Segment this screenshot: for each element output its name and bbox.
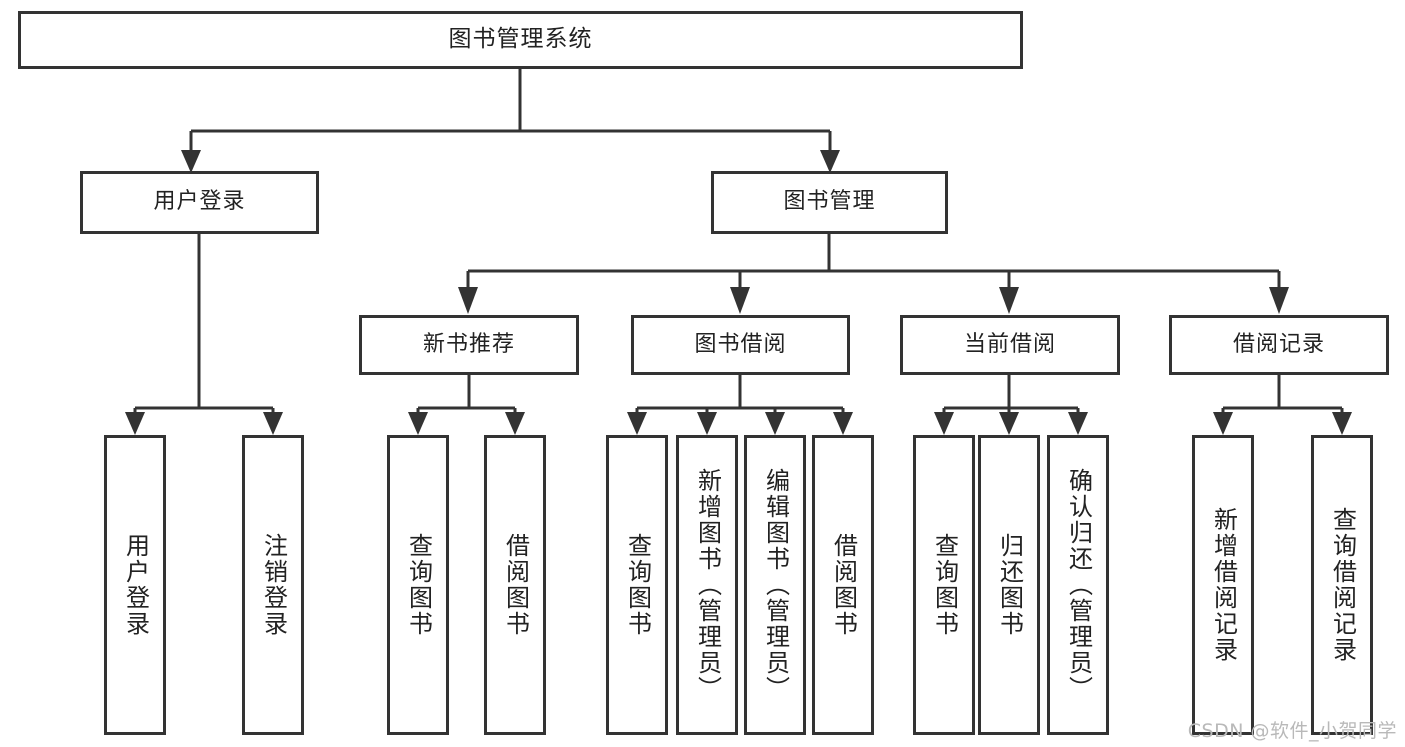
node-box-current-borrow[interactable] xyxy=(900,315,1120,375)
node-box-leaf-edit-book[interactable] xyxy=(744,435,806,735)
node-box-leaf-query-record[interactable] xyxy=(1311,435,1373,735)
node-box-user-login[interactable] xyxy=(80,171,319,234)
connector-root-to-level2 xyxy=(189,68,832,154)
node-box-new-book-recommend[interactable] xyxy=(359,315,579,375)
node-box-leaf-user-login[interactable] xyxy=(104,435,166,735)
node-box-leaf-add-record[interactable] xyxy=(1192,435,1254,735)
arrow-head-borrow-record xyxy=(1269,287,1289,314)
node-box-leaf-query-book-2[interactable] xyxy=(606,435,668,735)
arrow-head-leaf-query-record xyxy=(1332,412,1352,435)
arrow-head-book-borrow xyxy=(730,287,750,314)
arrow-head-current-borrow xyxy=(999,287,1019,314)
node-box-book-borrow[interactable] xyxy=(631,315,850,375)
arrow-head-leaf-add-record xyxy=(1213,412,1233,435)
node-box-leaf-borrow-book-2[interactable] xyxy=(812,435,874,735)
arrow-head-leaf-query-book-3 xyxy=(934,412,954,435)
arrow-head-book-manage xyxy=(820,150,840,173)
arrow-head-leaf-user-login xyxy=(125,412,145,435)
connector-new-book-recommend-to-leaves xyxy=(416,374,517,418)
arrow-head-leaf-edit-book xyxy=(765,412,785,435)
arrow-head-user-login xyxy=(181,150,201,173)
arrow-head-leaf-logout xyxy=(263,412,283,435)
node-box-root[interactable] xyxy=(18,11,1023,69)
connector-borrow-record-to-leaves xyxy=(1221,374,1344,418)
connector-book-manage-to-level3 xyxy=(466,233,1281,291)
node-box-leaf-return-book[interactable] xyxy=(978,435,1040,735)
arrow-head-leaf-query-book-2 xyxy=(627,412,647,435)
arrow-head-leaf-borrow-book-2 xyxy=(833,412,853,435)
arrow-head-leaf-confirm-return xyxy=(1068,412,1088,435)
arrow-head-new-book-recommend xyxy=(458,287,478,314)
node-box-leaf-add-book[interactable] xyxy=(676,435,738,735)
arrow-head-leaf-query-book-1 xyxy=(408,412,428,435)
arrow-head-leaf-add-book xyxy=(697,412,717,435)
connector-current-borrow-to-leaves xyxy=(942,374,1080,418)
node-box-leaf-query-book-3[interactable] xyxy=(913,435,975,735)
node-box-book-manage[interactable] xyxy=(711,171,948,234)
arrow-head-leaf-return-book xyxy=(999,412,1019,435)
node-box-leaf-borrow-book-1[interactable] xyxy=(484,435,546,735)
node-box-leaf-confirm-return[interactable] xyxy=(1047,435,1109,735)
node-box-borrow-record[interactable] xyxy=(1169,315,1389,375)
node-box-leaf-logout[interactable] xyxy=(242,435,304,735)
connector-book-borrow-to-leaves xyxy=(635,374,845,418)
node-box-leaf-query-book-1[interactable] xyxy=(387,435,449,735)
connector-user-login-to-leaves xyxy=(133,233,275,418)
arrow-head-leaf-borrow-book-1 xyxy=(505,412,525,435)
